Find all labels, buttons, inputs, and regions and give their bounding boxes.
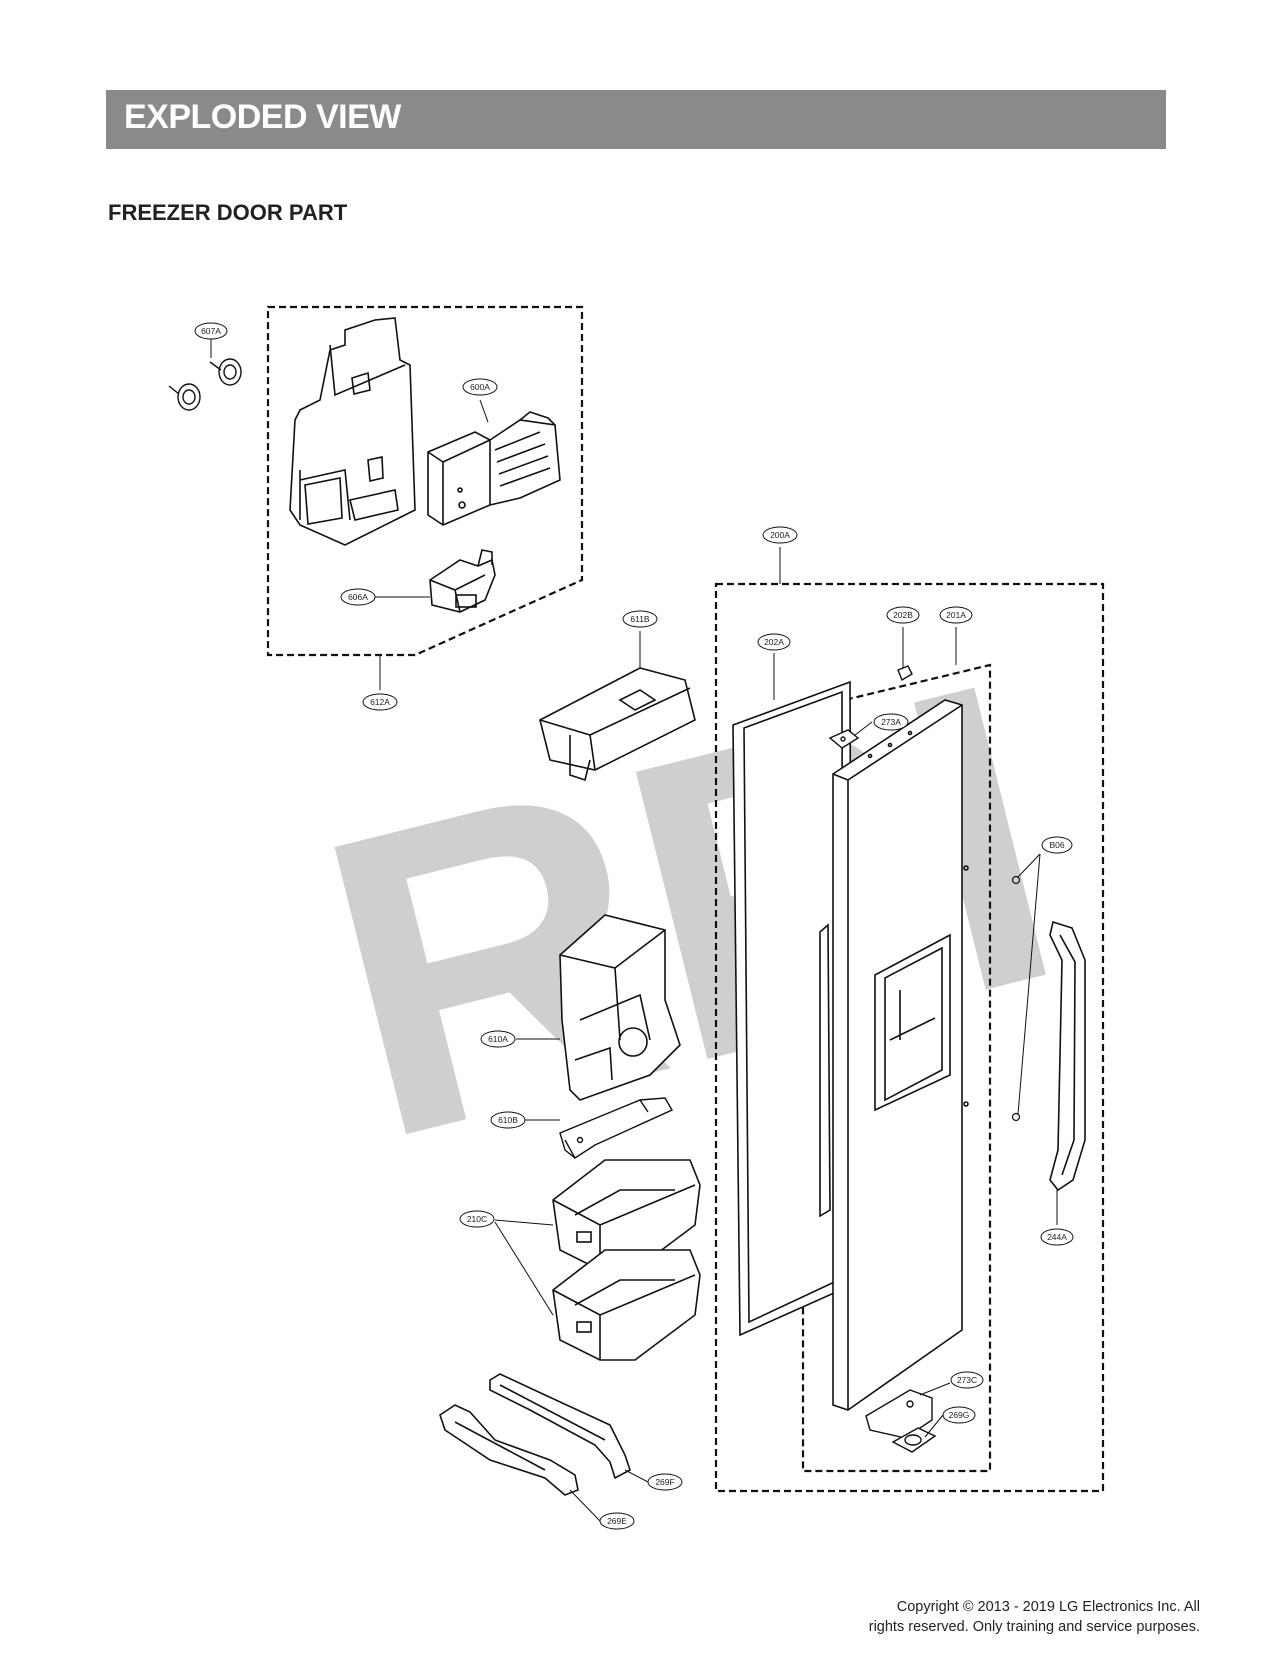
callout-606A: 606A bbox=[348, 592, 368, 602]
callout-600A: 600A bbox=[470, 382, 490, 392]
callout-oval-269E bbox=[599, 1512, 635, 1530]
callout-201A: 201A bbox=[946, 610, 966, 620]
callout-oval-269G bbox=[942, 1406, 976, 1424]
callout-202B: 202B bbox=[893, 610, 913, 620]
callout-oval-202A bbox=[757, 633, 791, 651]
callout-202A: 202A bbox=[764, 637, 784, 647]
callout-oval-210C bbox=[459, 1210, 495, 1228]
callout-oval-201A bbox=[939, 606, 973, 624]
hinge-273A bbox=[828, 729, 860, 749]
gasket-269G bbox=[891, 1427, 937, 1453]
callout-oval-611B bbox=[622, 610, 658, 628]
callout-oval-606A bbox=[340, 588, 376, 606]
door-basket-upper bbox=[552, 1159, 701, 1271]
callout-labels: 607A 600A 606A 612A 611B 200A 202B 201A … bbox=[201, 326, 1067, 1526]
section-title: FREEZER DOOR PART bbox=[108, 200, 348, 225]
copyright-line-1: Copyright © 2013 - 2019 LG Electronics I… bbox=[896, 1599, 1200, 1615]
header-bar: EXPLODED VIEW bbox=[106, 90, 1166, 149]
callout-200A: 200A bbox=[770, 530, 790, 540]
callout-244A: 244A bbox=[1047, 1232, 1067, 1242]
callout-oval-202B bbox=[886, 606, 920, 624]
watermark: RPI bbox=[284, 591, 1096, 1230]
callout-oval-273A bbox=[873, 713, 909, 731]
callout-269E: 269E bbox=[607, 1516, 627, 1526]
callout-612A: 612A bbox=[370, 697, 390, 707]
door-assembly-box-200A bbox=[714, 582, 1105, 1493]
leader-lines bbox=[210, 339, 1058, 1522]
duct-269F bbox=[489, 1373, 631, 1480]
callout-607A: 607A bbox=[201, 326, 221, 336]
copyright-notice: Copyright © 2013 - 2019 LG Electronics I… bbox=[760, 1597, 1200, 1637]
callout-oval-244A bbox=[1040, 1228, 1074, 1246]
ice-maker-bracket bbox=[289, 317, 416, 546]
callout-oval-200A bbox=[762, 526, 798, 544]
bracket-610B bbox=[559, 1097, 673, 1159]
callout-273A: 273A bbox=[881, 717, 901, 727]
callout-210C: 210C bbox=[467, 1214, 487, 1224]
copyright-line-2: rights reserved. Only training and servi… bbox=[868, 1619, 1200, 1635]
callout-611B: 611B bbox=[630, 614, 650, 624]
callout-269G: 269G bbox=[949, 1410, 970, 1420]
callout-oval-610B bbox=[490, 1111, 526, 1129]
callout-oval-610A bbox=[480, 1030, 516, 1048]
callout-oval-600A bbox=[462, 378, 498, 396]
ice-maker-600A bbox=[427, 411, 561, 526]
hinge-273C bbox=[865, 1389, 933, 1439]
callout-610A: 610A bbox=[488, 1034, 508, 1044]
cap-202B bbox=[897, 665, 913, 682]
screws-B06 bbox=[1011, 875, 1021, 1122]
callout-610B: 610B bbox=[498, 1115, 518, 1125]
group-box-612A bbox=[266, 305, 584, 657]
ice-bucket-610A bbox=[559, 914, 681, 1101]
rollers-607A bbox=[168, 358, 242, 411]
callout-B06: B06 bbox=[1049, 840, 1064, 850]
page-title: EXPLODED VIEW bbox=[124, 98, 401, 136]
cover-611B bbox=[539, 667, 696, 782]
callout-oval-273C bbox=[950, 1371, 984, 1389]
callout-273C: 273C bbox=[957, 1375, 977, 1385]
handle-244A bbox=[1049, 920, 1086, 1192]
part-606A bbox=[429, 549, 496, 613]
callout-269F: 269F bbox=[655, 1477, 674, 1487]
callout-oval-607A bbox=[194, 322, 228, 340]
duct-269E bbox=[439, 1404, 579, 1496]
callout-oval-269F bbox=[647, 1473, 683, 1491]
door-basket-lower bbox=[552, 1249, 701, 1361]
callout-oval-612A bbox=[362, 693, 398, 711]
callout-oval-B06 bbox=[1041, 836, 1073, 854]
callout-ovals bbox=[194, 322, 1074, 1530]
door-panel bbox=[819, 699, 969, 1411]
